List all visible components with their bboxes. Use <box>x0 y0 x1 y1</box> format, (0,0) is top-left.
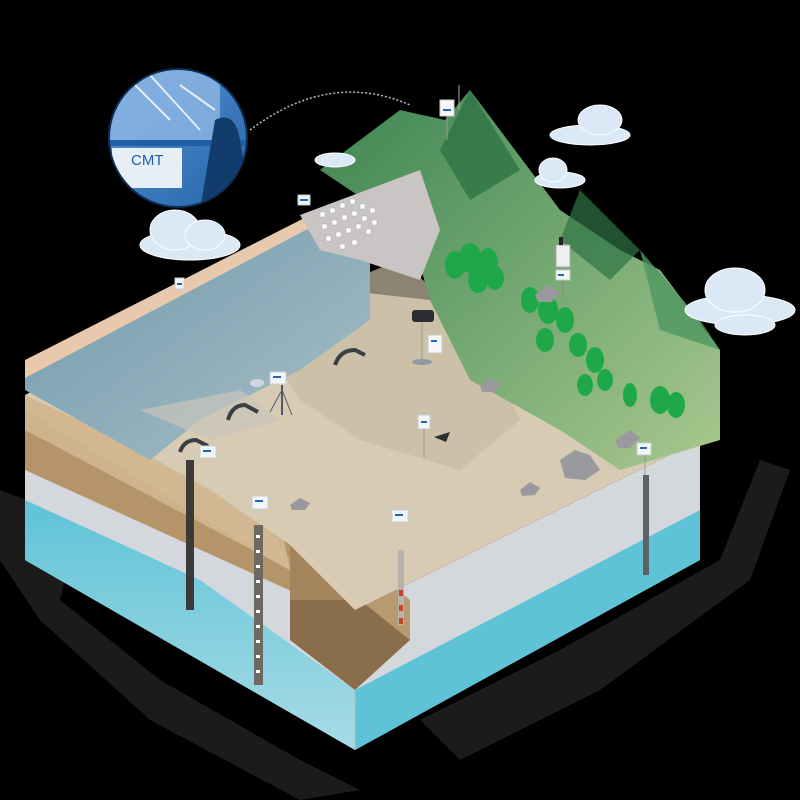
tree-cluster-middle <box>521 287 613 396</box>
clouds <box>139 104 796 336</box>
control-room-inset: CMT <box>108 68 248 208</box>
reservoir <box>25 205 370 460</box>
logger-extensometer <box>391 509 409 523</box>
logger-rockface <box>297 194 311 206</box>
logger-crest <box>174 277 185 290</box>
logger-weather-station <box>555 237 571 298</box>
outlet-pipes <box>178 347 366 453</box>
cloud-mid-right <box>534 157 586 189</box>
cloud-small <box>314 152 356 168</box>
inclinometer-casing <box>254 525 263 685</box>
cloud-left <box>139 209 241 261</box>
logger-slope-camera <box>412 310 443 365</box>
logger-piezometer <box>199 445 217 459</box>
logger-groundwater-well <box>636 442 652 475</box>
logger-tiltmeter <box>417 414 450 458</box>
boulders <box>290 285 640 510</box>
data-loggers <box>174 85 652 523</box>
logger-inclinometer <box>251 495 269 510</box>
groundwater-well-casing <box>643 475 649 575</box>
logger-summit <box>439 85 460 140</box>
logger-tripod <box>250 371 293 416</box>
extensometer-rod <box>398 550 404 625</box>
cloud-right <box>684 267 796 336</box>
borehole-instruments <box>186 460 649 685</box>
forest <box>445 243 685 418</box>
inset-brand-label: CMT <box>131 152 164 169</box>
piezometer-casing <box>186 460 194 610</box>
rock-face <box>300 170 440 280</box>
cloud-top-right <box>549 104 631 146</box>
prism-array <box>319 198 378 250</box>
tree-cluster-lower <box>623 383 685 418</box>
connection-arc <box>249 91 411 131</box>
tree-cluster-upper <box>445 243 504 293</box>
